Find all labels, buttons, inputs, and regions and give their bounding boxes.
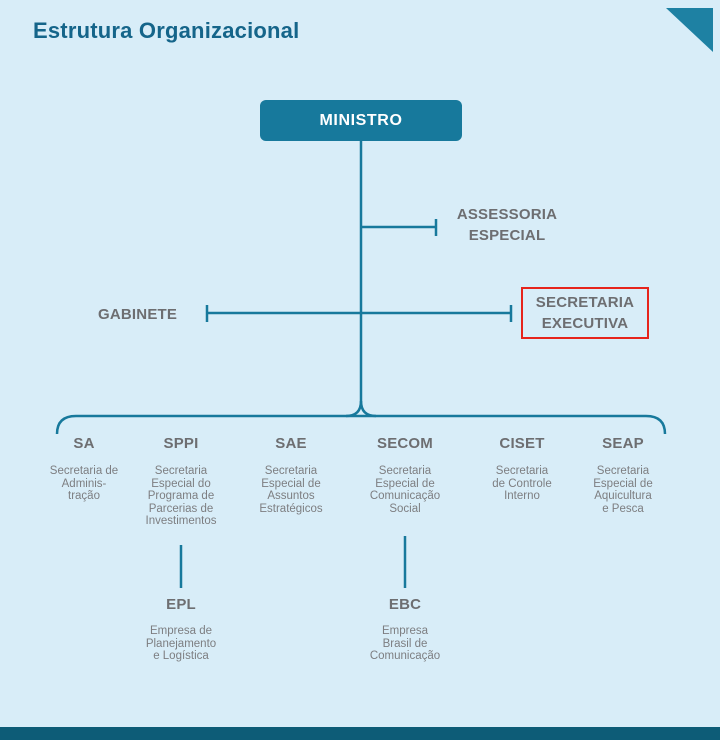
dept-description-sa: Secretaria de Adminis- tração <box>49 465 119 502</box>
subsidiary-epl: EPL Empresa de Planejamento e Logística <box>126 596 236 663</box>
page-title: Estrutura Organizacional <box>33 18 300 43</box>
dept-acronym-sae: SAE <box>275 435 307 452</box>
dept-acronym-seap: SEAP <box>602 435 644 452</box>
dept-column-ciset: CISET Secretaria de Controle Interno <box>467 435 577 503</box>
trunk-flare <box>345 400 377 418</box>
dept-description-ciset: Secretaria de Controle Interno <box>492 465 552 502</box>
subsidiary-description-epl: Empresa de Planejamento e Logística <box>145 625 217 662</box>
node-assessoria-especial: ASSESSORIA ESPECIAL <box>456 206 558 244</box>
dept-acronym-sa: SA <box>73 435 95 452</box>
subsidiary-acronym-epl: EPL <box>166 596 196 613</box>
dept-description-seap: Secretaria Especial de Aquicultura e Pes… <box>593 465 653 515</box>
dept-column-sae: SAE Secretaria Especial de Assuntos Estr… <box>236 435 346 515</box>
subsidiary-acronym-ebc: EBC <box>388 596 422 613</box>
node-secretaria-executiva-label: SECRETARIA EXECUTIVA <box>535 294 635 332</box>
node-secretaria-executiva-highlight[interactable]: SECRETARIA EXECUTIVA <box>521 287 649 339</box>
dept-column-sppi: SPPI Secretaria Especial do Programa de … <box>126 435 236 528</box>
node-gabinete: GABINETE <box>98 306 178 323</box>
bracket-line <box>55 414 667 435</box>
dept-column-secom: SECOM Secretaria Especial de Comunicação… <box>350 435 460 515</box>
dept-acronym-ciset: CISET <box>499 435 545 452</box>
dept-acronym-secom: SECOM <box>376 435 433 452</box>
subsidiary-ebc: EBC Empresa Brasil de Comunicação <box>350 596 460 663</box>
subsidiary-description-ebc: Empresa Brasil de Comunicação <box>369 625 441 662</box>
gabinete-connector <box>205 305 361 322</box>
footer-bar <box>0 727 720 740</box>
dept-acronym-sppi: SPPI <box>163 435 199 452</box>
executiva-connector <box>361 305 513 322</box>
dept-column-seap: SEAP Secretaria Especial de Aquicultura … <box>568 435 678 515</box>
assessoria-connector <box>361 219 438 236</box>
dept-column-sa: SA Secretaria de Adminis- tração <box>29 435 139 503</box>
dept-description-sae: Secretaria Especial de Assuntos Estratég… <box>259 465 323 515</box>
dept-description-secom: Secretaria Especial de Comunicação Socia… <box>369 465 441 515</box>
node-ministro: MINISTRO <box>260 100 462 141</box>
dept-description-sppi: Secretaria Especial do Programa de Parce… <box>145 465 217 527</box>
